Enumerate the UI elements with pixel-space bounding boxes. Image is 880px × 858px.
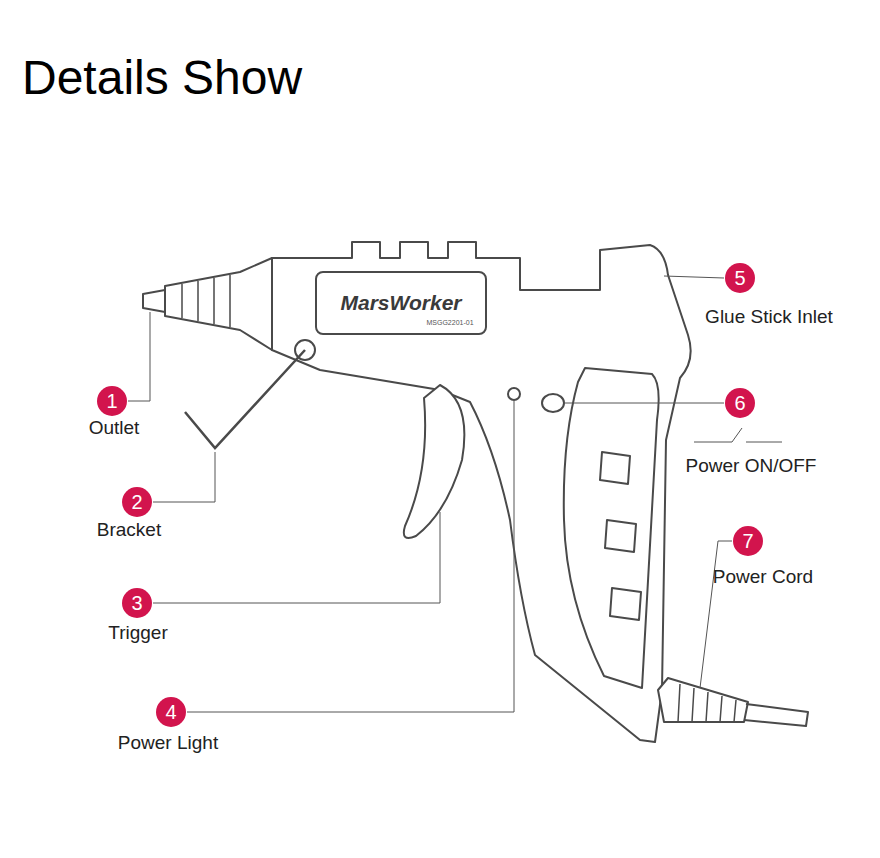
- trigger: [404, 385, 465, 538]
- model-number: MSGG2201-01: [426, 319, 473, 327]
- cord-relief: [658, 678, 748, 722]
- nozzle-tip: [143, 290, 165, 312]
- power-light: [508, 388, 520, 400]
- leader-line: [153, 512, 440, 603]
- part-name: Glue Stick Inlet: [705, 307, 833, 328]
- callout-number: 4: [165, 701, 176, 723]
- part-name: Bracket: [97, 520, 161, 541]
- leader-line: [128, 312, 150, 401]
- brand-name: MarsWorker: [341, 291, 462, 314]
- callout-number: 3: [131, 592, 142, 614]
- part-name: Power Cord: [713, 567, 813, 588]
- callout-number: 1: [106, 390, 117, 412]
- switch-symbol: [694, 428, 782, 442]
- part-name: Power Light: [118, 733, 218, 754]
- grip-slot: [600, 452, 630, 484]
- callout-circle: [725, 388, 755, 418]
- grip-slot: [605, 520, 636, 552]
- callout-number: 7: [742, 530, 753, 552]
- callout-circle: [122, 588, 152, 618]
- callout-circle: [122, 487, 152, 517]
- part-name: Trigger: [108, 623, 167, 644]
- bracket-wire: [185, 350, 305, 448]
- callout-circle: [725, 263, 755, 293]
- callout-circle: [156, 697, 186, 727]
- nozzle-ridges: [182, 275, 230, 327]
- callout-circle: [733, 526, 763, 556]
- leader-line: [153, 452, 215, 502]
- power-switch: [542, 394, 564, 412]
- part-name: Outlet: [89, 418, 140, 439]
- label-plate: [316, 272, 486, 334]
- callout-circle: [97, 386, 127, 416]
- leader-line: [664, 276, 724, 278]
- page-title: Details Show: [22, 52, 302, 105]
- gun-body: [272, 242, 691, 742]
- leader-line: [700, 541, 732, 688]
- callout-number: 5: [734, 267, 745, 289]
- grip-panel: [564, 368, 659, 688]
- grip-slot: [610, 588, 641, 620]
- part-name: Power ON/OFF: [686, 456, 817, 477]
- callout-number: 2: [131, 491, 142, 513]
- relief-ridges: [678, 684, 736, 722]
- leader-line: [187, 401, 514, 712]
- nozzle-cone: [165, 258, 272, 350]
- leader-line: [565, 403, 724, 404]
- callout-number: 6: [734, 392, 745, 414]
- power-cord: [744, 704, 808, 726]
